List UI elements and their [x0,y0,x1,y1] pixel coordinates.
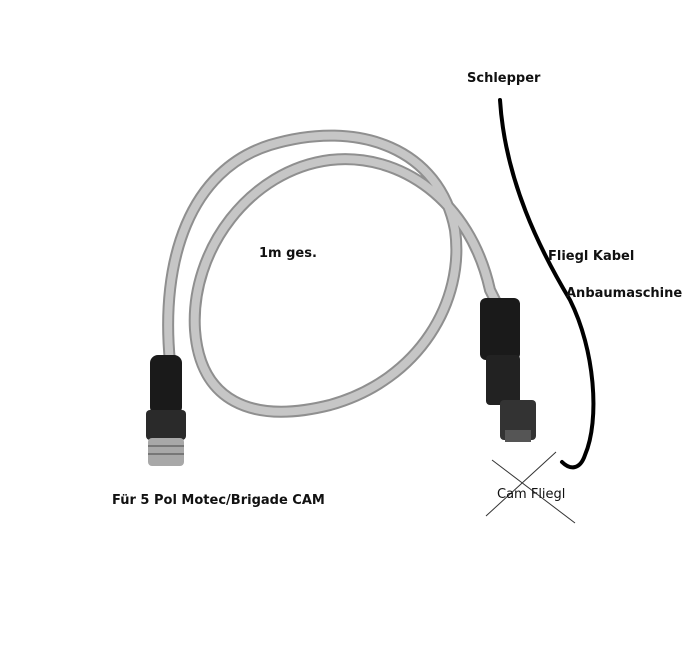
label-cam-fliegl: Cam Fliegl [497,487,566,502]
label-anbaumaschine: Anbaumaschine [566,286,683,301]
label-fliegl-kabel: Fliegl Kabel [548,249,635,264]
label-schlepper: Schlepper [467,71,541,86]
label-fuer-5-pol: Für 5 Pol Motec/Brigade CAM [112,493,325,508]
left-connector [146,355,186,466]
right-connector [480,298,536,442]
label-length: 1m ges. [259,246,317,261]
drawn-cable-line [498,98,596,470]
cross-out-mark [485,451,576,524]
cable-loop [162,129,506,418]
